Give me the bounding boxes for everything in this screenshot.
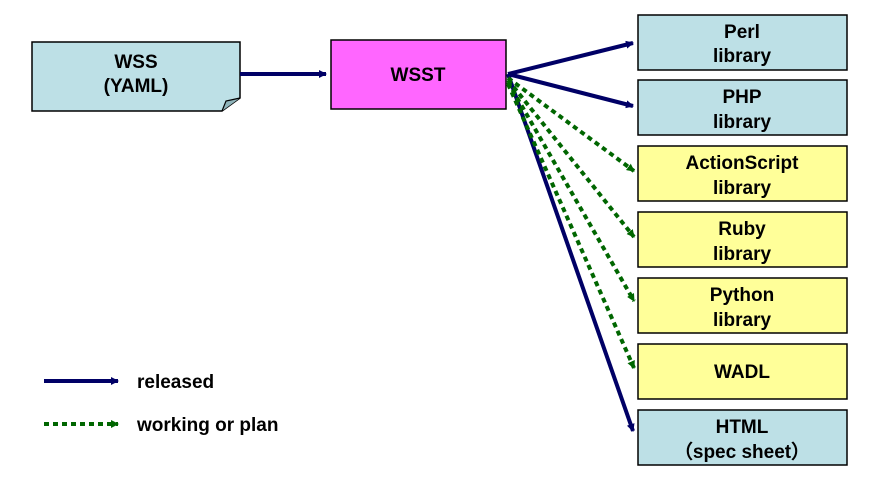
- output-html: HTML （spec sheet）: [637, 409, 848, 466]
- wss-label-line2: (YAML): [104, 76, 169, 97]
- output-actionscript-line1: ActionScript: [686, 153, 800, 174]
- output-html-box: [637, 409, 848, 466]
- output-html-line2: （spec sheet）: [674, 440, 810, 463]
- output-actionscript: ActionScript library: [637, 145, 848, 202]
- output-php: PHP library: [637, 79, 848, 136]
- legend: released working or plan: [44, 372, 278, 436]
- folded-corner: [221, 97, 241, 112]
- output-php-line2: library: [713, 112, 772, 133]
- output-perl-box: [637, 14, 848, 71]
- wsst-shape: [330, 39, 507, 110]
- arrow-to-wadl: [506, 83, 636, 369]
- output-wadl: WADL: [637, 343, 848, 400]
- output-python-box: [637, 277, 848, 334]
- wss-yaml-node: WSS (YAML): [31, 41, 241, 112]
- legend-released-label: released: [137, 372, 214, 393]
- output-wadl-line1: WADL: [714, 362, 770, 383]
- output-php-line1: PHP: [722, 87, 761, 108]
- arrow-to-python: [506, 81, 636, 302]
- output-wadl-box: [637, 343, 848, 400]
- legend-planned-label: working or plan: [136, 415, 278, 436]
- output-actionscript-line2: library: [713, 178, 772, 199]
- output-php-box: [637, 79, 848, 136]
- output-perl-line1: Perl: [724, 22, 760, 43]
- output-python-line1: Python: [710, 285, 774, 306]
- arrow-to-actionscript: [506, 76, 636, 173]
- output-actionscript-box: [637, 145, 848, 202]
- wss-label-line1: WSS: [114, 52, 157, 73]
- wsst-node: WSST: [330, 39, 507, 110]
- arrow-to-php: [507, 72, 634, 109]
- arrow-to-ruby: [506, 78, 636, 239]
- output-python: Python library: [637, 277, 848, 334]
- wsst-label: WSST: [391, 65, 446, 86]
- output-ruby: Ruby library: [637, 211, 848, 268]
- output-ruby-line2: library: [713, 244, 772, 265]
- output-perl: Perl library: [637, 14, 848, 71]
- output-html-line1: HTML: [716, 417, 769, 438]
- output-ruby-box: [637, 211, 848, 268]
- output-python-line2: library: [713, 310, 772, 331]
- arrow-to-html: [506, 73, 635, 432]
- arrow-to-perl: [507, 40, 634, 76]
- output-perl-line2: library: [713, 46, 772, 67]
- output-ruby-line1: Ruby: [718, 219, 766, 240]
